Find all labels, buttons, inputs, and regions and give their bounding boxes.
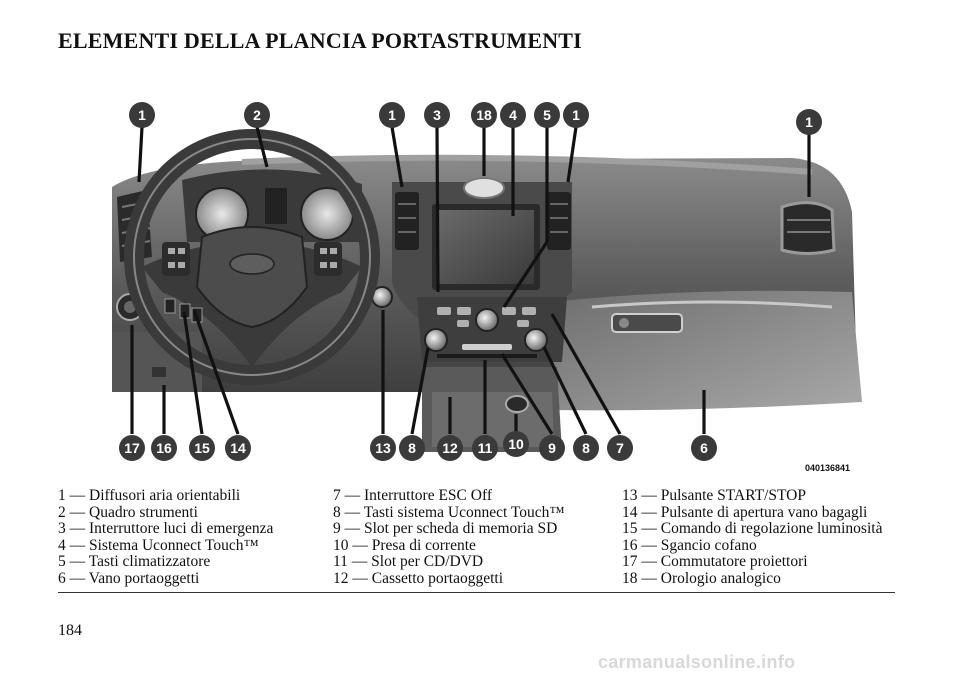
callout-15-dimmer-control: 15	[189, 435, 215, 461]
svg-text:8: 8	[582, 440, 590, 456]
svg-text:1: 1	[572, 107, 580, 123]
svg-text:3: 3	[433, 107, 441, 123]
callout-7-esc-off: 7	[607, 435, 633, 461]
svg-text:18: 18	[476, 107, 492, 123]
legend-item: 16 — Sgancio cofano	[622, 536, 757, 554]
callout-3-hazard-switch: 3	[424, 102, 450, 128]
callout-1-center-right-vent: 1	[563, 102, 589, 128]
callout-16-hood-release: 16	[151, 435, 177, 461]
legend-item: 17 — Commutatore proiettori	[622, 553, 808, 571]
callout-1-right-vent: 1	[796, 109, 822, 135]
legend-item: 1 — Diffusori aria orientabili	[58, 487, 241, 504]
callout-9-sd-slot: 9	[539, 435, 565, 461]
legend-item: 15 — Comando di regolazione luminosità	[622, 520, 883, 538]
svg-text:16: 16	[156, 440, 172, 456]
callout-6-glove-box: 6	[691, 435, 717, 461]
legend-item: 9 — Slot per scheda di memoria SD	[333, 520, 558, 538]
svg-text:13: 13	[375, 440, 391, 456]
legend-item: 8 — Tasti sistema Uconnect Touch™	[333, 503, 565, 521]
svg-text:11: 11	[478, 440, 493, 456]
legend-item: 14 — Pulsante di apertura vano bagagli	[622, 503, 868, 521]
page-number: 184	[58, 622, 82, 639]
svg-text:2: 2	[253, 107, 261, 123]
svg-text:1: 1	[138, 107, 146, 123]
svg-text:4: 4	[509, 107, 517, 123]
svg-text:6: 6	[700, 440, 708, 456]
dashboard-illustration: 1 2 1 3 18 4 5 1 1 17 16 15 14 13 8 12 1…	[112, 102, 862, 461]
legend-item: 12 — Cassetto portaoggetti	[333, 569, 504, 587]
svg-text:14: 14	[230, 440, 246, 456]
svg-text:15: 15	[194, 440, 210, 456]
divider-rule	[58, 592, 895, 593]
callout-12-storage-bin: 12	[437, 435, 463, 461]
callout-4-uconnect-touch: 4	[500, 102, 526, 128]
svg-text:5: 5	[543, 107, 551, 123]
svg-text:1: 1	[388, 107, 396, 123]
legend-item: 2 — Quadro strumenti	[58, 503, 198, 521]
callout-1-left-vent: 1	[129, 102, 155, 128]
dashboard-figure: 1 2 1 3 18 4 5 1 1 17 16 15 14 13 8 12 1…	[92, 92, 892, 477]
svg-text:8: 8	[408, 440, 416, 456]
svg-text:7: 7	[616, 440, 624, 456]
legend-column-3: 13 — Pulsante START/STOP 14 — Pulsante d…	[622, 487, 883, 588]
callout-8-uconnect-buttons-right: 8	[573, 435, 599, 461]
watermark: carmanualsonline.info	[598, 652, 796, 672]
legend-item: 6 — Vano portaoggetti	[58, 569, 200, 587]
legend-column-2: 7 — Interruttore ESC Off 8 — Tasti siste…	[333, 487, 565, 588]
callout-17-headlamp-switch: 17	[119, 435, 145, 461]
legend-item: 10 — Presa di corrente	[333, 536, 476, 554]
svg-text:12: 12	[442, 440, 458, 456]
figure-code: 040136841	[805, 463, 851, 473]
svg-text:10: 10	[508, 436, 524, 452]
legend-item: 11 — Slot per CD/DVD	[333, 553, 484, 571]
callout-18-analog-clock: 18	[471, 102, 497, 128]
callout-11-cd-dvd-slot: 11	[472, 435, 498, 461]
svg-text:9: 9	[548, 440, 556, 456]
callout-1-center-left-vent: 1	[379, 102, 405, 128]
callout-10-power-outlet: 10	[503, 431, 529, 457]
svg-text:1: 1	[805, 114, 813, 130]
page-title: ELEMENTI DELLA PLANCIA PORTASTRUMENTI	[58, 28, 582, 53]
callout-8-uconnect-buttons-left: 8	[399, 435, 425, 461]
legend-item: 5 — Tasti climatizzatore	[58, 553, 211, 571]
legend-item: 4 — Sistema Uconnect Touch™	[58, 536, 259, 554]
callout-13-start-stop: 13	[370, 435, 396, 461]
callout-5-climate-buttons: 5	[534, 102, 560, 128]
callout-2-instrument-cluster: 2	[244, 102, 270, 128]
callout-14-trunk-release: 14	[225, 435, 251, 461]
legend-item: 13 — Pulsante START/STOP	[622, 487, 806, 504]
legend-column-1: 1 — Diffusori aria orientabili 2 — Quadr…	[58, 487, 274, 588]
legend-item: 7 — Interruttore ESC Off	[333, 487, 492, 504]
legend-item: 18 — Orologio analogico	[622, 569, 781, 587]
legend-item: 3 — Interruttore luci di emergenza	[58, 520, 274, 538]
svg-text:17: 17	[124, 440, 140, 456]
